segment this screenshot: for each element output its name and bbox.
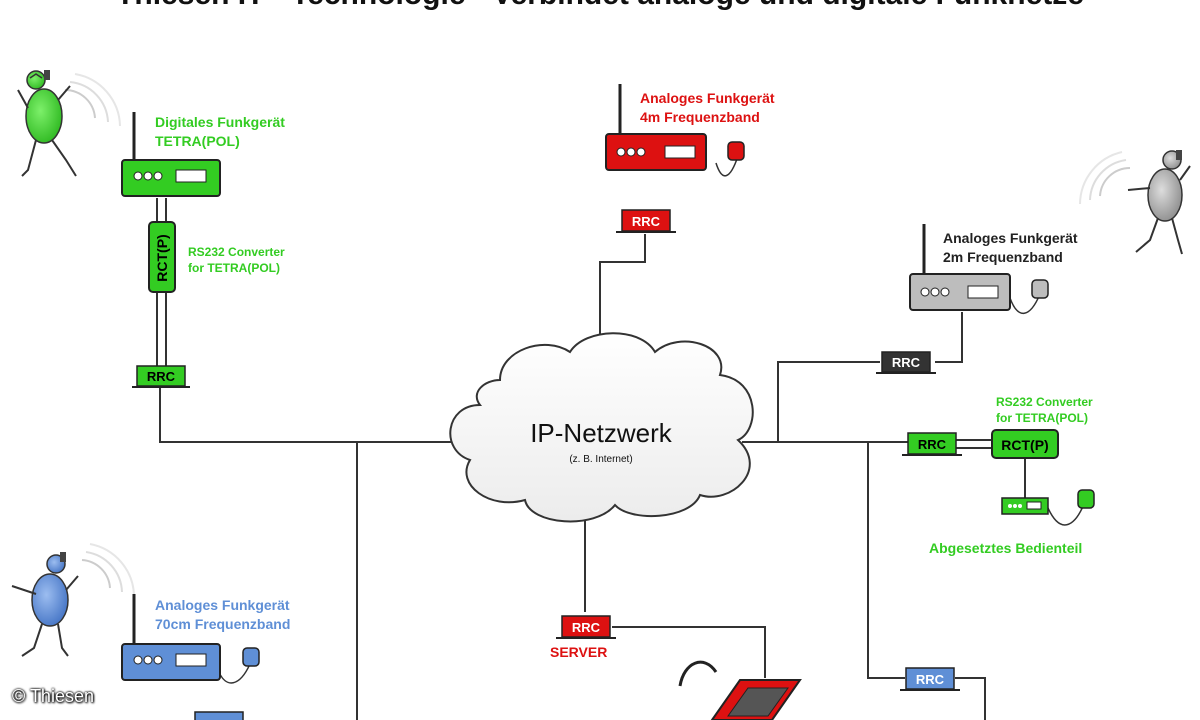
- analog-2m-radio-icon: [909, 224, 1049, 311]
- remote-converter-line2: for TETRA(POL): [996, 411, 1088, 425]
- ip-network-cloud: IP-Netzwerk (z. B. Internet): [449, 332, 754, 523]
- person-green-icon: [17, 70, 121, 177]
- tetra-label-line2: TETRA(POL): [155, 133, 240, 149]
- credit-text: © Thiesen: [12, 686, 94, 706]
- server-rrc-box: RRC: [556, 615, 616, 639]
- analog-4m-rrc-label: RRC: [632, 214, 661, 229]
- remote-rrc-box: RRC: [902, 432, 962, 456]
- tetra-rct-label: RCT(P): [154, 234, 170, 281]
- tetra-rct-box: RCT(P): [148, 221, 176, 293]
- tetra-radio-icon: [121, 112, 221, 197]
- analog-2m-node: Analoges Funkgerät 2m Frequenzband RRC: [876, 150, 1191, 374]
- tetra-converter-line2: for TETRA(POL): [188, 261, 280, 275]
- cloud-subtitle: (z. B. Internet): [569, 454, 632, 465]
- analog-70cm-label-line2: 70cm Frequenzband: [155, 616, 290, 632]
- server-label: SERVER: [550, 644, 607, 660]
- analog-4m-node: Analoges Funkgerät 4m Frequenzband RRC: [605, 84, 775, 233]
- person-gray-icon: [1079, 150, 1191, 255]
- server-rrc-label: RRC: [572, 620, 601, 635]
- analog-2m-rrc-box: RRC: [876, 351, 936, 374]
- laptop-icon: [678, 660, 802, 720]
- control-panel-icon: [1001, 489, 1095, 515]
- remote-rrc-label: RRC: [918, 437, 947, 452]
- analog-70cm-label-line1: Analoges Funkgerät: [155, 597, 290, 613]
- analog-2m-label-line1: Analoges Funkgerät: [943, 230, 1078, 246]
- analog-4m-label-line1: Analoges Funkgerät: [640, 90, 775, 106]
- tetra-rrc-box: RRC: [132, 365, 190, 388]
- analog-4m-rrc-box: RRC: [616, 209, 676, 233]
- connection-lines: [156, 155, 1085, 720]
- analog-4m-radio-icon: [605, 84, 745, 171]
- server-node: RRC SERVER: [550, 615, 802, 720]
- bottom-right-node: RRC: [900, 667, 960, 691]
- analog-4m-label-line2: 4m Frequenzband: [640, 109, 760, 125]
- cloud-title: IP-Netzwerk: [530, 418, 673, 448]
- analog-2m-rrc-label: RRC: [892, 355, 921, 370]
- analog-70cm-node: Analoges Funkgerät 70cm Frequenzband: [11, 543, 290, 720]
- person-blue-icon: [11, 543, 135, 657]
- tetra-node: Digitales Funkgerät TETRA(POL) RCT(P) RS…: [17, 70, 285, 388]
- header-title: Thiesen IT - Technologie - Verbindet ana…: [116, 0, 1084, 11]
- remote-rct-label: RCT(P): [1001, 437, 1048, 453]
- tetra-rrc-label: RRC: [147, 369, 176, 384]
- tetra-label-line1: Digitales Funkgerät: [155, 114, 285, 130]
- bottom-right-rrc-box: RRC: [900, 667, 960, 691]
- analog-2m-label-line2: 2m Frequenzband: [943, 249, 1063, 265]
- tetra-converter-line1: RS232 Converter: [188, 245, 285, 259]
- remote-control-node: RS232 Converter for TETRA(POL) RRC RCT(P…: [902, 395, 1095, 556]
- remote-rct-box: RCT(P): [991, 429, 1059, 459]
- analog-70cm-radio-icon: [121, 594, 260, 681]
- remote-converter-line1: RS232 Converter: [996, 395, 1093, 409]
- remote-control-label: Abgesetztes Bedienteil: [929, 540, 1082, 556]
- analog-70cm-rrc-box: [194, 711, 244, 720]
- bottom-right-rrc-label: RRC: [916, 672, 945, 687]
